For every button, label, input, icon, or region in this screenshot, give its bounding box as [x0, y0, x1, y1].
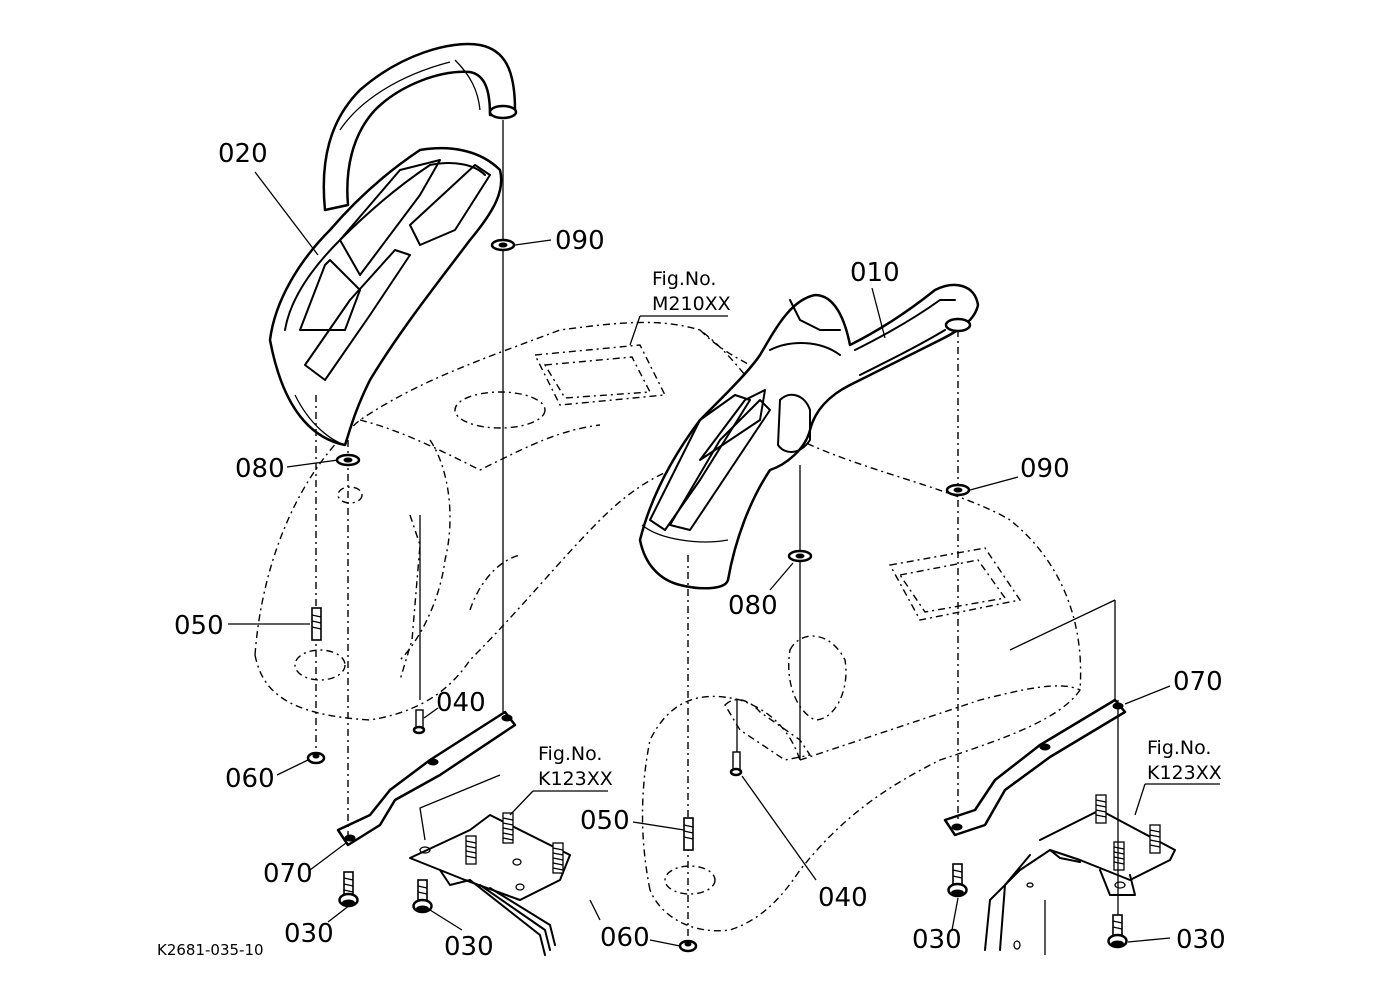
ref-m210-line2: M210XX	[652, 293, 731, 315]
part-labels: 020 090 080 050 040 060 070 030 030 010 …	[174, 139, 1226, 962]
label-030-right: 030	[912, 925, 962, 955]
fasteners	[306, 607, 1128, 953]
left-frame-plate	[409, 774, 601, 956]
label-070-left: 070	[263, 859, 313, 889]
drawing-code: K2681-035-10	[157, 941, 264, 959]
fender-openings	[294, 344, 1022, 895]
washers	[335, 238, 971, 563]
label-050-right: 050	[580, 806, 630, 836]
label-090-left: 090	[555, 226, 605, 256]
left-grab-handle-020	[268, 42, 518, 447]
left-bracket-070	[336, 710, 517, 847]
figure-references: Fig.No. M210XX Fig.No. K123XX Fig.No. K1…	[538, 268, 1222, 790]
label-070-right: 070	[1173, 667, 1223, 697]
right-bracket-070	[943, 698, 1127, 837]
ref-k123-right-line1: Fig.No.	[1147, 737, 1211, 759]
label-040-right: 040	[818, 883, 868, 913]
leader-lines	[228, 171, 1220, 947]
label-060-right: 060	[600, 923, 650, 953]
label-030-center-left: 030	[444, 932, 494, 962]
label-010: 010	[850, 258, 900, 288]
ref-k123-left-line1: Fig.No.	[538, 743, 602, 765]
label-080-left: 080	[235, 454, 285, 484]
label-030-far-right: 030	[1176, 925, 1226, 955]
ref-k123-left-line2: K123XX	[538, 768, 613, 790]
label-040-left: 040	[436, 688, 486, 718]
ref-k123-right-line2: K123XX	[1147, 762, 1222, 784]
label-080-right: 080	[728, 591, 778, 621]
right-grab-handle-010	[638, 283, 980, 590]
label-030-left: 030	[284, 919, 334, 949]
label-090-right: 090	[1020, 454, 1070, 484]
label-020: 020	[218, 139, 268, 169]
label-050-left: 050	[174, 611, 224, 641]
right-frame-plate	[984, 794, 1176, 955]
fender-body-outline	[254, 321, 1082, 932]
label-060-left: 060	[225, 764, 275, 794]
ref-m210-line1: Fig.No.	[652, 268, 716, 290]
